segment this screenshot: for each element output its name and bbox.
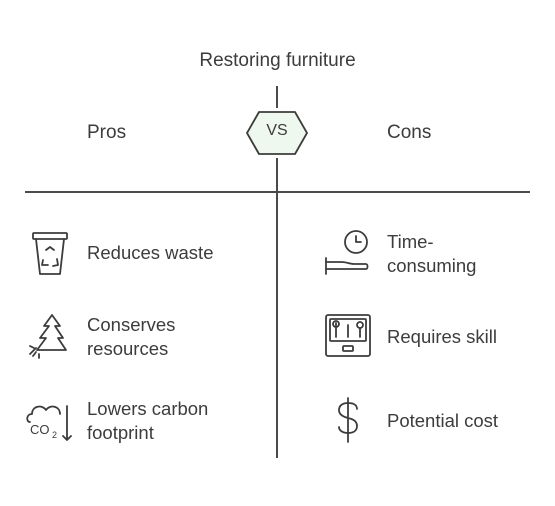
vs-badge: VS [245, 108, 309, 158]
tree-icon [24, 312, 72, 360]
pros-item-conserves-resources: Conserves resources [87, 314, 176, 359]
svg-text:2: 2 [52, 430, 57, 440]
toolbox-icon [324, 312, 372, 360]
cons-item-time-consuming: Time- consuming [387, 231, 477, 276]
cons-item-potential-cost: Potential cost [387, 410, 499, 431]
cons-heading: Cons [387, 122, 432, 143]
dollar-icon [324, 396, 372, 444]
vs-label: VS [266, 122, 288, 139]
cons-item-requires-skill: Requires skill [387, 326, 498, 347]
svg-text:CO: CO [30, 422, 50, 437]
pros-heading: Pros [87, 122, 127, 143]
pros-item-reduces-waste: Reduces waste [87, 242, 214, 263]
clock-hand-icon [324, 228, 372, 276]
center-divider-top [276, 86, 278, 108]
pros-item-lowers-carbon: Lowers carbon footprint [87, 398, 209, 443]
horizontal-divider [25, 191, 530, 193]
co2-cloud-icon: CO 2 [24, 396, 72, 444]
center-divider [276, 158, 278, 458]
recycle-bin-icon [26, 230, 74, 278]
diagram-title: Restoring furniture [199, 50, 356, 71]
